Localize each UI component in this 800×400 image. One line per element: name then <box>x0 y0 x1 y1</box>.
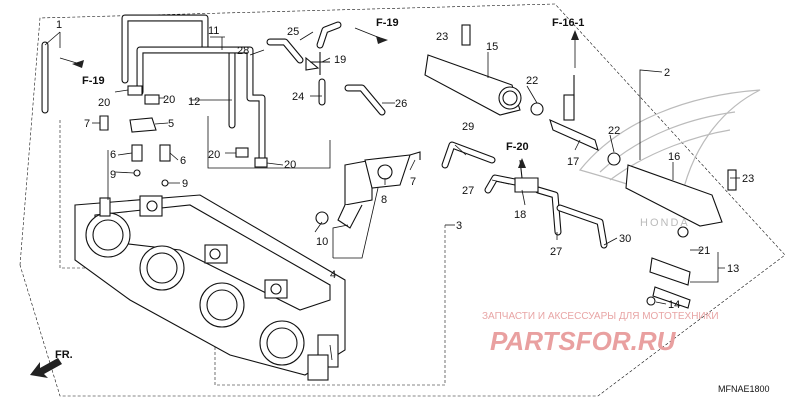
label-16: 16 <box>668 151 680 163</box>
hoses <box>41 14 608 249</box>
label-22b: 22 <box>608 125 620 137</box>
label-21: 21 <box>698 245 710 257</box>
label-3: 3 <box>456 220 462 232</box>
label-24: 24 <box>292 91 304 103</box>
label-1: 1 <box>56 19 62 31</box>
sensors <box>315 151 421 229</box>
leader-lines <box>44 28 740 361</box>
reference-arrows <box>59 27 579 168</box>
label-8: 8 <box>381 194 387 206</box>
reference-labels: F-19 F-19 F-16-1 F-20 <box>82 17 584 153</box>
label-19: 19 <box>334 54 346 66</box>
label-23a: 23 <box>436 31 448 43</box>
ref-label-f20: F-20 <box>506 141 529 153</box>
label-23b: 23 <box>742 173 754 185</box>
label-14: 14 <box>668 299 680 311</box>
fittings <box>99 52 539 193</box>
label-6a: 6 <box>110 149 116 161</box>
ref-label-f19-left: F-19 <box>82 75 105 87</box>
label-13: 13 <box>727 263 739 275</box>
ref-label-f16-1: F-16-1 <box>552 17 584 29</box>
label-20a: 20 <box>98 97 110 109</box>
ref-label-f19-top: F-19 <box>376 17 399 29</box>
diagram-code: MFNAE1800 <box>718 384 770 394</box>
throttle-body-assembly <box>74 194 346 381</box>
label-2: 2 <box>664 67 670 79</box>
label-17: 17 <box>567 156 579 168</box>
label-29: 29 <box>462 121 474 133</box>
injectors <box>646 257 691 309</box>
forward-label: FR. <box>55 349 73 361</box>
label-20c: 20 <box>208 149 220 161</box>
watermark-brand: PARTSFOR.RU <box>490 326 677 356</box>
label-27a: 27 <box>462 185 474 197</box>
label-11: 11 <box>208 25 219 37</box>
label-22a: 22 <box>526 75 538 87</box>
label-10: 10 <box>316 236 328 248</box>
label-20d: 20 <box>284 159 296 171</box>
label-12: 12 <box>188 96 200 108</box>
fuel-joint <box>549 75 599 151</box>
label-26: 26 <box>395 98 407 110</box>
label-6b: 6 <box>180 155 186 167</box>
forward-arrow: FR. <box>30 349 73 378</box>
label-25: 25 <box>287 26 299 38</box>
label-20b: 20 <box>163 94 175 106</box>
watermark-caption: ЗАПЧАСТИ И АКСЕССУАРЫ ДЛЯ МОТОТЕХНИКИ <box>482 311 719 322</box>
label-18: 18 <box>514 209 526 221</box>
label-9a: 9 <box>110 169 116 181</box>
label-5: 5 <box>168 118 174 130</box>
label-30: 30 <box>619 233 631 245</box>
label-28: 28 <box>237 45 249 57</box>
label-7b: 7 <box>410 176 416 188</box>
label-7a: 7 <box>84 118 90 130</box>
watermark: ЗАПЧАСТИ И АКСЕССУАРЫ ДЛЯ МОТОТЕХНИКИ PA… <box>482 311 719 356</box>
logo-text: HONDA <box>640 217 690 229</box>
part-number-labels: 1 2 3 4 5 6 6 7 7 8 9 9 10 11 12 13 14 1… <box>56 19 754 311</box>
label-4: 4 <box>330 269 336 281</box>
fuel-rails <box>424 24 737 238</box>
label-27b: 27 <box>550 246 562 258</box>
label-9b: 9 <box>182 178 188 190</box>
label-15: 15 <box>486 41 498 53</box>
